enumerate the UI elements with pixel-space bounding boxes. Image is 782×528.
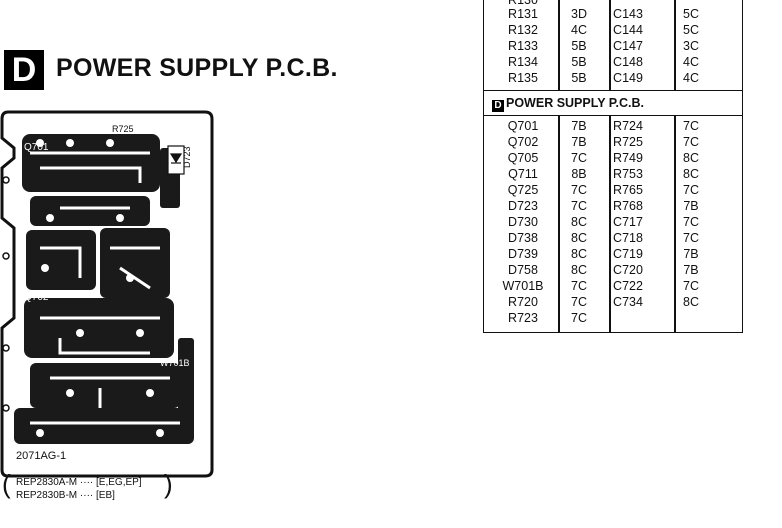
parts-location-table: R130 R131 3D C143 5C R132 4C C144 5C R13… <box>483 0 743 333</box>
loc-cell: 7C <box>683 231 699 245</box>
loc-cell: 3C <box>683 39 699 53</box>
pcb-label-q701: Q701 <box>24 142 49 153</box>
ref-cell: W701B <box>502 279 544 293</box>
loc-cell: 3D <box>571 7 587 21</box>
ref-cell: D723 <box>508 199 538 213</box>
column-divider <box>609 0 611 90</box>
loc-cell: 7C <box>683 135 699 149</box>
pcb-label-w701b: W701B <box>160 358 190 368</box>
loc-cell: 7C <box>683 119 699 133</box>
column-divider <box>558 115 560 332</box>
loc-cell: 7C <box>683 215 699 229</box>
ref-cell: C718 <box>613 231 643 245</box>
loc-cell: 5B <box>571 71 587 85</box>
ref-cell: R135 <box>508 71 538 85</box>
close-paren: ) <box>164 469 173 499</box>
loc-cell: 8C <box>571 263 587 277</box>
ref-cell: R765 <box>613 183 643 197</box>
ref-cell: Q701 <box>507 119 539 133</box>
ref-cell: C143 <box>613 7 643 21</box>
ref-cell: D738 <box>508 231 538 245</box>
ref-cell: C720 <box>613 263 643 277</box>
ref-cell: C147 <box>613 39 643 53</box>
ref-cell: R768 <box>613 199 643 213</box>
loc-cell: 8C <box>571 247 587 261</box>
loc-cell: 7C <box>571 295 587 309</box>
board-id-label: 2071AG-1 <box>16 450 67 462</box>
loc-cell: 4C <box>571 23 587 37</box>
ref-cell: C148 <box>613 55 643 69</box>
loc-cell: 8B <box>571 167 587 181</box>
section-title: POWER SUPPLY P.C.B. <box>56 54 338 82</box>
parts-note-line: REP2830B-M ···· [EB] <box>16 490 115 501</box>
ref-cell: Q705 <box>507 151 539 165</box>
pcb-drawing: Q701 R725 D723 Q702 W701B <box>0 110 214 478</box>
ref-cell: C144 <box>613 23 643 37</box>
ref-cell: R724 <box>613 119 643 133</box>
ref-cell: R131 <box>508 7 538 21</box>
section-letter-badge: D <box>492 100 504 112</box>
ref-cell: C722 <box>613 279 643 293</box>
ref-cell: C734 <box>613 295 643 309</box>
ref-cell: D739 <box>508 247 538 261</box>
loc-cell: 8C <box>571 231 587 245</box>
loc-cell: 7C <box>571 279 587 293</box>
loc-cell: 8C <box>571 215 587 229</box>
table-section-title: POWER SUPPLY P.C.B. <box>506 96 645 110</box>
ref-cell: R725 <box>613 135 643 149</box>
loc-cell: 7B <box>571 135 587 149</box>
column-divider <box>674 115 676 332</box>
ref-cell: R720 <box>508 295 538 309</box>
column-divider <box>558 0 560 90</box>
ref-cell: C717 <box>613 215 643 229</box>
loc-cell: 4C <box>683 55 699 69</box>
loc-cell: 8C <box>683 295 699 309</box>
loc-cell: 5B <box>571 39 587 53</box>
parts-note-line: REP2830A-M ···· [E,EG,EP] <box>16 477 142 488</box>
loc-cell: 5C <box>683 7 699 21</box>
ref-cell: R749 <box>613 151 643 165</box>
pcb-label-d723: D723 <box>182 146 192 168</box>
loc-cell: 7C <box>683 183 699 197</box>
ref-cell: C149 <box>613 71 643 85</box>
ref-cell: C719 <box>613 247 643 261</box>
ref-cell: R134 <box>508 55 538 69</box>
open-paren: ( <box>2 469 11 499</box>
parts-note: ( REP2830A-M ···· [E,EG,EP] REP2830B-M ·… <box>2 470 173 502</box>
loc-cell: 8C <box>683 151 699 165</box>
ref-cell: Q702 <box>507 135 539 149</box>
ref-cell: R753 <box>613 167 643 181</box>
section-letter-badge: D <box>4 50 44 90</box>
loc-cell: 5C <box>683 23 699 37</box>
loc-cell: 7C <box>571 199 587 213</box>
ref-cell: D730 <box>508 215 538 229</box>
column-divider <box>609 115 611 332</box>
loc-cell: 7C <box>571 151 587 165</box>
ref-cell: R133 <box>508 39 538 53</box>
loc-cell: 7C <box>683 279 699 293</box>
loc-cell: 4C <box>683 71 699 85</box>
column-divider <box>674 0 676 90</box>
pcb-label-q702: Q702 <box>24 292 49 303</box>
loc-cell: 7B <box>683 199 699 213</box>
ref-cell: Q711 <box>508 167 538 181</box>
ref-cell: R723 <box>508 311 538 325</box>
ref-cell: Q725 <box>507 183 539 197</box>
pcb-label-r725: R725 <box>112 124 134 134</box>
loc-cell: 7C <box>571 183 587 197</box>
ref-cell: D758 <box>508 263 538 277</box>
loc-cell: 7B <box>683 247 699 261</box>
loc-cell: 7B <box>571 119 587 133</box>
loc-cell: 7B <box>683 263 699 277</box>
ref-cell: R132 <box>508 23 538 37</box>
loc-cell: 8C <box>683 167 699 181</box>
loc-cell: 7C <box>571 311 587 325</box>
loc-cell: 5B <box>571 55 587 69</box>
